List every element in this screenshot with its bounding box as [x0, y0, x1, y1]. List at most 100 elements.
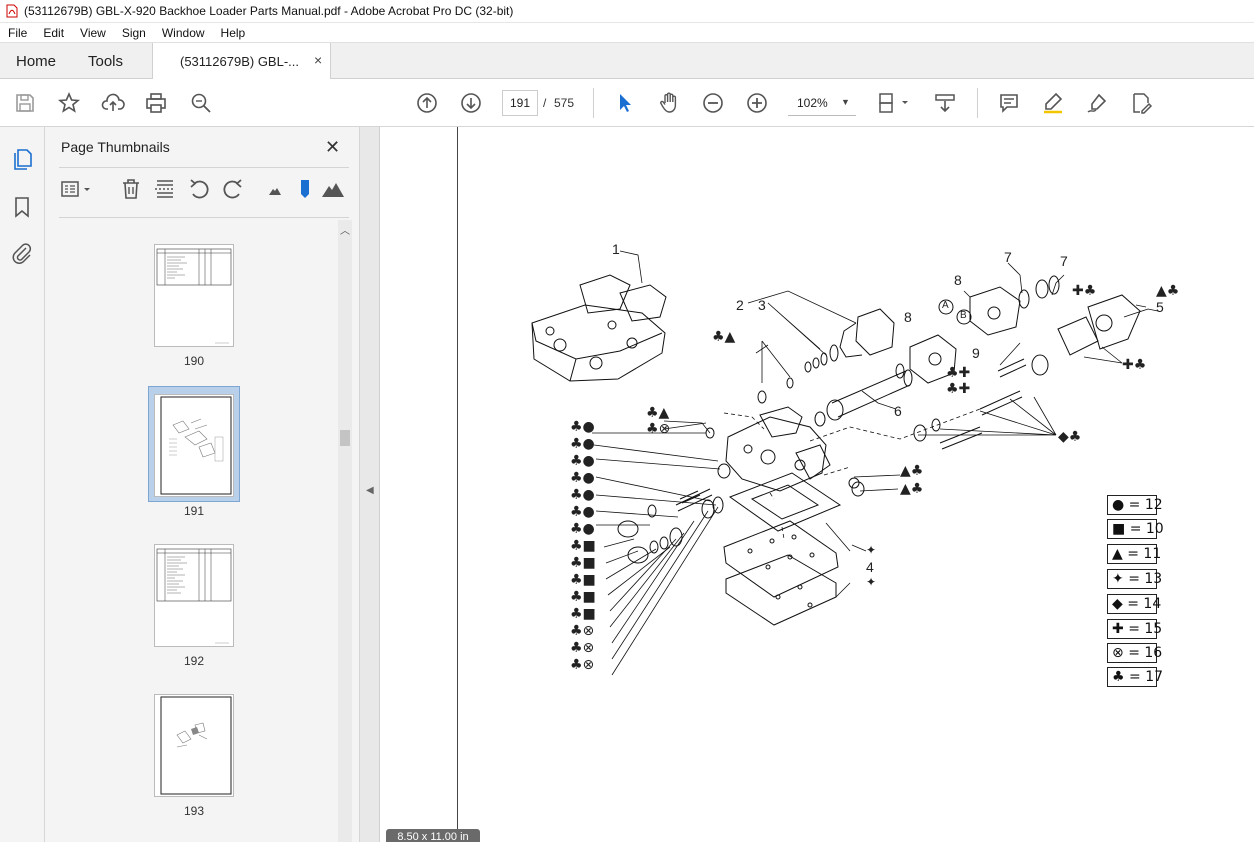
legend-text: = 13 — [1128, 571, 1163, 587]
total-pages: 575 — [554, 96, 575, 110]
callout-7b: 7 — [1060, 253, 1068, 269]
zoom-out-icon[interactable] — [700, 90, 726, 116]
part-3-solenoid — [804, 308, 895, 373]
document-view[interactable]: 1 2 3 6 7 7 8 8 9 5 4 A B ♣▲ ♣▲ ♣⊗ ▲♣ ▲♣… — [380, 127, 1254, 842]
thumbnail-label: 193 — [183, 804, 205, 818]
comment-icon[interactable] — [996, 90, 1022, 116]
select-cursor-icon[interactable] — [612, 90, 638, 116]
symbol-row: ♣● — [570, 521, 595, 537]
thumbnail-page-191[interactable] — [154, 394, 234, 497]
diagram-page-preview — [160, 396, 232, 495]
thumbnail-scrollbar[interactable]: ︿ — [338, 220, 352, 842]
scroll-up-icon[interactable]: ︿ — [340, 226, 350, 237]
legend-symbol: ■ — [1112, 521, 1126, 537]
legend-item: ■ = 10 — [1107, 519, 1164, 539]
thumbnail-size-slider-icon[interactable] — [293, 177, 317, 201]
callout-8b: 8 — [904, 309, 912, 325]
menu-edit[interactable]: Edit — [43, 25, 65, 40]
part-1-valve-body — [531, 274, 667, 382]
close-tab-button[interactable]: × — [314, 52, 323, 68]
part-8-coil — [909, 275, 1060, 384]
scroll-mode-icon[interactable] — [932, 90, 958, 116]
close-panel-button[interactable]: ✕ — [325, 137, 341, 157]
callout-8a: 8 — [954, 272, 962, 288]
bookmark-star-icon[interactable] — [56, 90, 82, 116]
attachments-icon[interactable] — [10, 241, 34, 265]
legend-symbol: ● — [1112, 497, 1125, 513]
delete-page-icon[interactable] — [119, 177, 143, 201]
panel-divider — [59, 217, 349, 218]
menu-view[interactable]: View — [80, 25, 106, 40]
symbol-row: ♣■ — [570, 589, 596, 605]
page-thumbnails-icon[interactable] — [10, 147, 34, 171]
legend-symbol: ✦ — [1112, 571, 1124, 587]
thumbnail-page-190[interactable] — [154, 244, 234, 347]
panel-splitter[interactable]: ◀ — [360, 127, 380, 842]
symbol-row: ♣■ — [570, 538, 596, 554]
part-6-spool — [814, 363, 913, 427]
zoom-search-icon[interactable] — [188, 90, 214, 116]
toolbar-divider — [977, 88, 978, 118]
legend-symbol: ◆ — [1112, 596, 1123, 612]
highlight-pen-icon[interactable] — [1040, 90, 1066, 116]
print-icon[interactable] — [143, 90, 169, 116]
diagram-page-preview — [160, 696, 232, 795]
symbol-annotation: ♣▲ — [712, 329, 736, 345]
thumbnail-options-icon[interactable] — [59, 177, 95, 201]
next-page-icon[interactable] — [458, 90, 484, 116]
left-small-parts — [617, 377, 865, 564]
menu-file[interactable]: File — [8, 25, 28, 40]
collapse-panel-icon[interactable]: ◀ — [366, 485, 374, 496]
edit-document-icon[interactable] — [1128, 90, 1154, 116]
callout-5: 5 — [1156, 299, 1164, 315]
callout-1: 1 — [612, 241, 620, 257]
symbol-row: ♣● — [570, 504, 595, 520]
menu-help[interactable]: Help — [220, 25, 246, 40]
callout-b-circle — [956, 309, 972, 325]
legend-text: = 10 — [1129, 521, 1164, 537]
symbol-annotation: ✚♣ — [1122, 357, 1147, 373]
thumbnail-label: 192 — [183, 654, 205, 668]
zoom-in-icon[interactable] — [744, 90, 770, 116]
sign-pen-icon[interactable] — [1084, 90, 1110, 116]
menu-sign[interactable]: Sign — [121, 25, 146, 40]
page-thumbnails-panel: Page Thumbnails ✕ 190 — [45, 127, 360, 842]
larger-thumbnails-icon[interactable] — [321, 177, 345, 201]
symbol-row: ♣⊗ — [570, 657, 595, 673]
tab-document[interactable]: (53112679B) GBL-... × — [152, 43, 331, 79]
callout-4: 4 — [866, 559, 874, 575]
page-number-input[interactable] — [502, 90, 538, 116]
legend-text: = 15 — [1128, 621, 1163, 637]
legend-symbol: ⊗ — [1112, 645, 1124, 661]
extract-pages-icon[interactable] — [153, 177, 177, 201]
legend-item: ▲ = 11 — [1107, 544, 1161, 564]
scrollbar-thumb[interactable] — [340, 430, 350, 446]
tab-tools[interactable]: Tools — [88, 53, 124, 70]
symbol-annotation: ♣▲ — [646, 405, 670, 421]
legend-text: = 12 — [1128, 497, 1163, 513]
save-icon[interactable] — [12, 90, 38, 116]
symbol-row: ♣● — [570, 436, 595, 452]
panel-divider — [59, 167, 349, 168]
symbol-annotation: ♣✚ — [946, 381, 971, 397]
left-symbol-column: ♣● ♣● ♣● ♣● ♣● ♣● ♣● ♣■ ♣■ ♣■ ♣■ ♣■ ♣⊗ ♣… — [570, 419, 600, 674]
zoom-dropdown[interactable]: 102% ▼ — [788, 90, 856, 116]
bookmarks-icon[interactable] — [10, 195, 34, 219]
symbol-annotation: ▲♣ — [900, 481, 924, 497]
thumbnail-page-193[interactable] — [154, 694, 234, 797]
symbol-annotation: ▲♣ — [900, 463, 924, 479]
rotate-left-icon[interactable] — [187, 177, 211, 201]
tab-home[interactable]: Home — [16, 53, 57, 70]
page-fit-icon[interactable] — [876, 90, 912, 116]
chevron-down-icon: ▼ — [841, 97, 850, 107]
smaller-thumbnails-icon[interactable] — [263, 177, 287, 201]
rotate-right-icon[interactable] — [221, 177, 245, 201]
legend-text: = 14 — [1127, 596, 1162, 612]
table-page-preview — [156, 548, 232, 644]
page-size-indicator: 8.50 x 11.00 in — [386, 829, 480, 842]
menu-window[interactable]: Window — [161, 25, 205, 40]
hand-tool-icon[interactable] — [656, 90, 682, 116]
previous-page-icon[interactable] — [414, 90, 440, 116]
upload-cloud-icon[interactable] — [100, 90, 126, 116]
thumbnail-page-192[interactable] — [154, 544, 234, 647]
